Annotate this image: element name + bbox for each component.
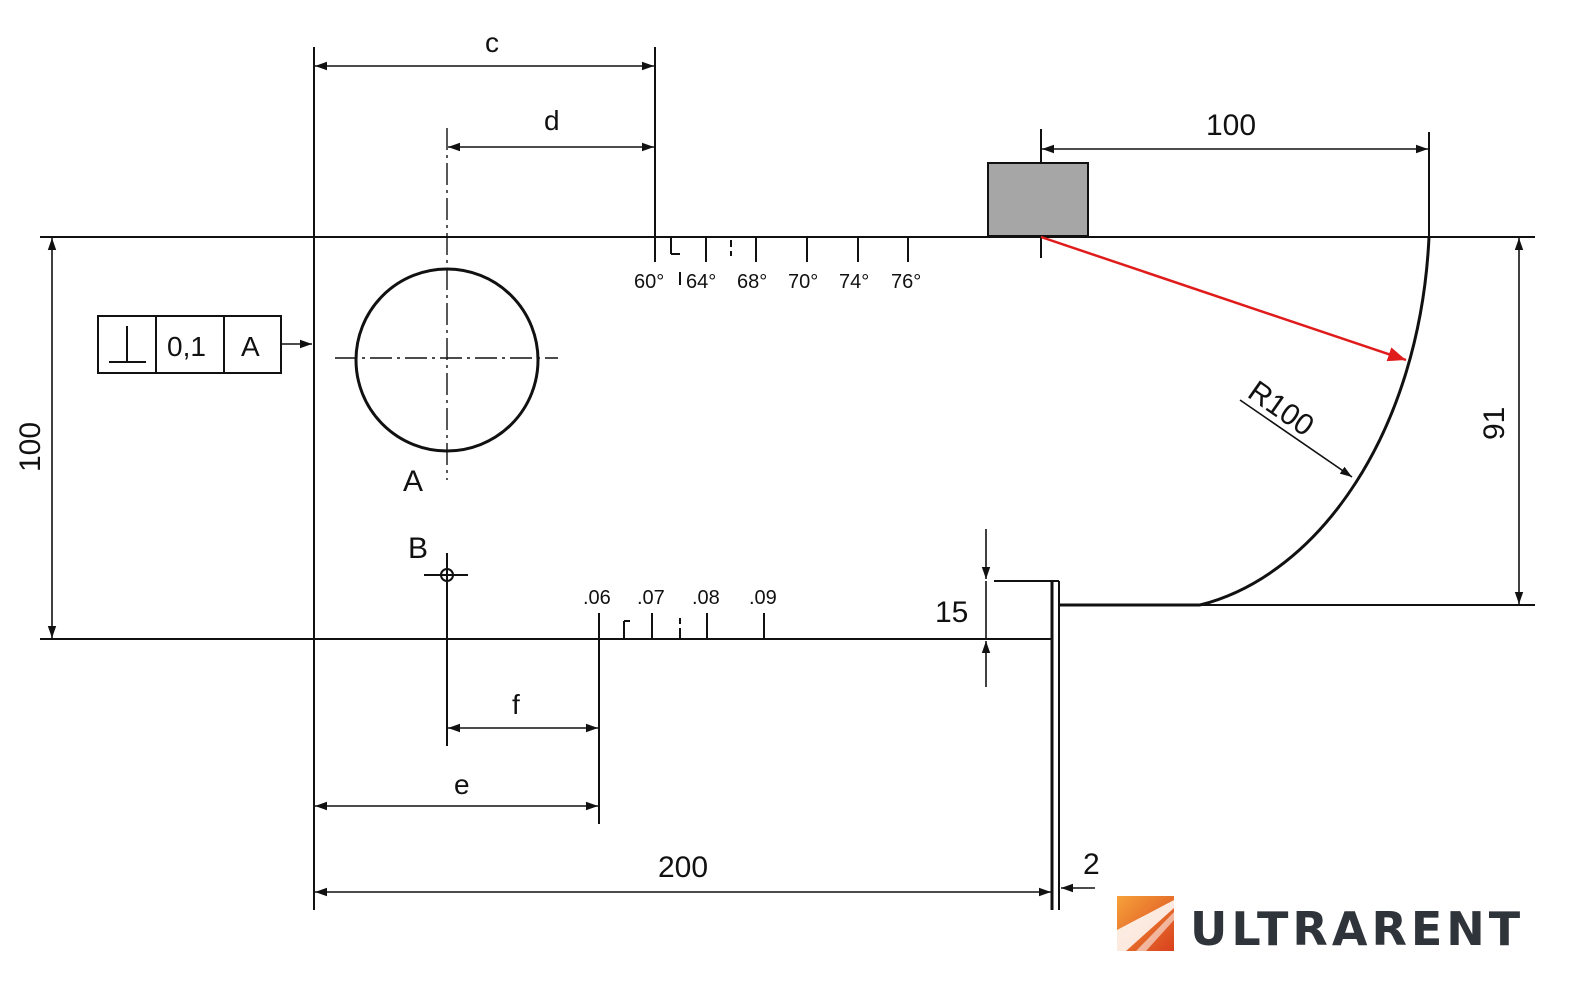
hole-a <box>335 128 558 480</box>
svg-text:76°: 76° <box>891 271 921 293</box>
svg-text:64°: 64° <box>686 271 716 293</box>
svg-text:d: d <box>544 105 560 136</box>
svg-text:ULTRARENT: ULTRARENT <box>1190 902 1524 956</box>
point-b <box>424 553 468 746</box>
angle-scale: 60° 64° 68° 70° 74° 76° <box>634 237 921 293</box>
svg-text:100: 100 <box>14 422 47 472</box>
ultrarent-logo: ULTRARENT <box>1117 896 1524 956</box>
svg-text:2: 2 <box>1083 848 1100 881</box>
svg-text:91: 91 <box>1478 407 1511 440</box>
tolerance-frame: 0,1 A <box>97 315 312 374</box>
svg-text:74°: 74° <box>839 271 869 293</box>
svg-text:R100: R100 <box>1242 375 1320 443</box>
svg-text:.08: .08 <box>692 587 720 609</box>
perpendicularity-icon <box>109 326 146 363</box>
dimension-top-100: 100 <box>1040 109 1430 258</box>
radius-arc <box>1199 236 1431 607</box>
svg-text:.07: .07 <box>637 587 665 609</box>
dimension-2: 2 <box>1061 848 1100 893</box>
dimension-200: 200 <box>315 851 1051 897</box>
svg-text:A: A <box>241 331 260 362</box>
svg-text:c: c <box>485 27 499 58</box>
svg-text:.06: .06 <box>583 587 611 609</box>
svg-text:15: 15 <box>935 596 968 629</box>
logo-mark-icon <box>1117 896 1174 951</box>
dimension-15: 15 <box>935 529 991 687</box>
svg-text:.09: .09 <box>749 587 777 609</box>
dimension-f: f <box>448 639 600 824</box>
svg-text:200: 200 <box>658 851 708 884</box>
block-outline <box>40 47 1535 910</box>
hole-label-a: A <box>403 465 423 498</box>
point-label-b: B <box>408 532 428 565</box>
svg-text:0,1: 0,1 <box>167 331 206 362</box>
svg-text:f: f <box>512 689 520 720</box>
svg-text:e: e <box>454 769 470 800</box>
beam-arrow <box>1040 235 1407 362</box>
svg-text:100: 100 <box>1206 109 1256 142</box>
svg-text:70°: 70° <box>788 271 818 293</box>
dimension-e: e <box>315 769 598 811</box>
radius-leader: R100 <box>1239 375 1353 478</box>
dimension-right-91: 91 <box>1478 238 1524 604</box>
decimal-scale: .06 .07 .08 .09 <box>583 587 777 639</box>
svg-text:60°: 60° <box>634 271 664 293</box>
svg-text:68°: 68° <box>737 271 767 293</box>
probe <box>987 162 1089 237</box>
dimension-c: c <box>315 27 656 262</box>
dimension-d: d <box>448 105 654 152</box>
dimension-left-100: 100 <box>14 238 57 638</box>
